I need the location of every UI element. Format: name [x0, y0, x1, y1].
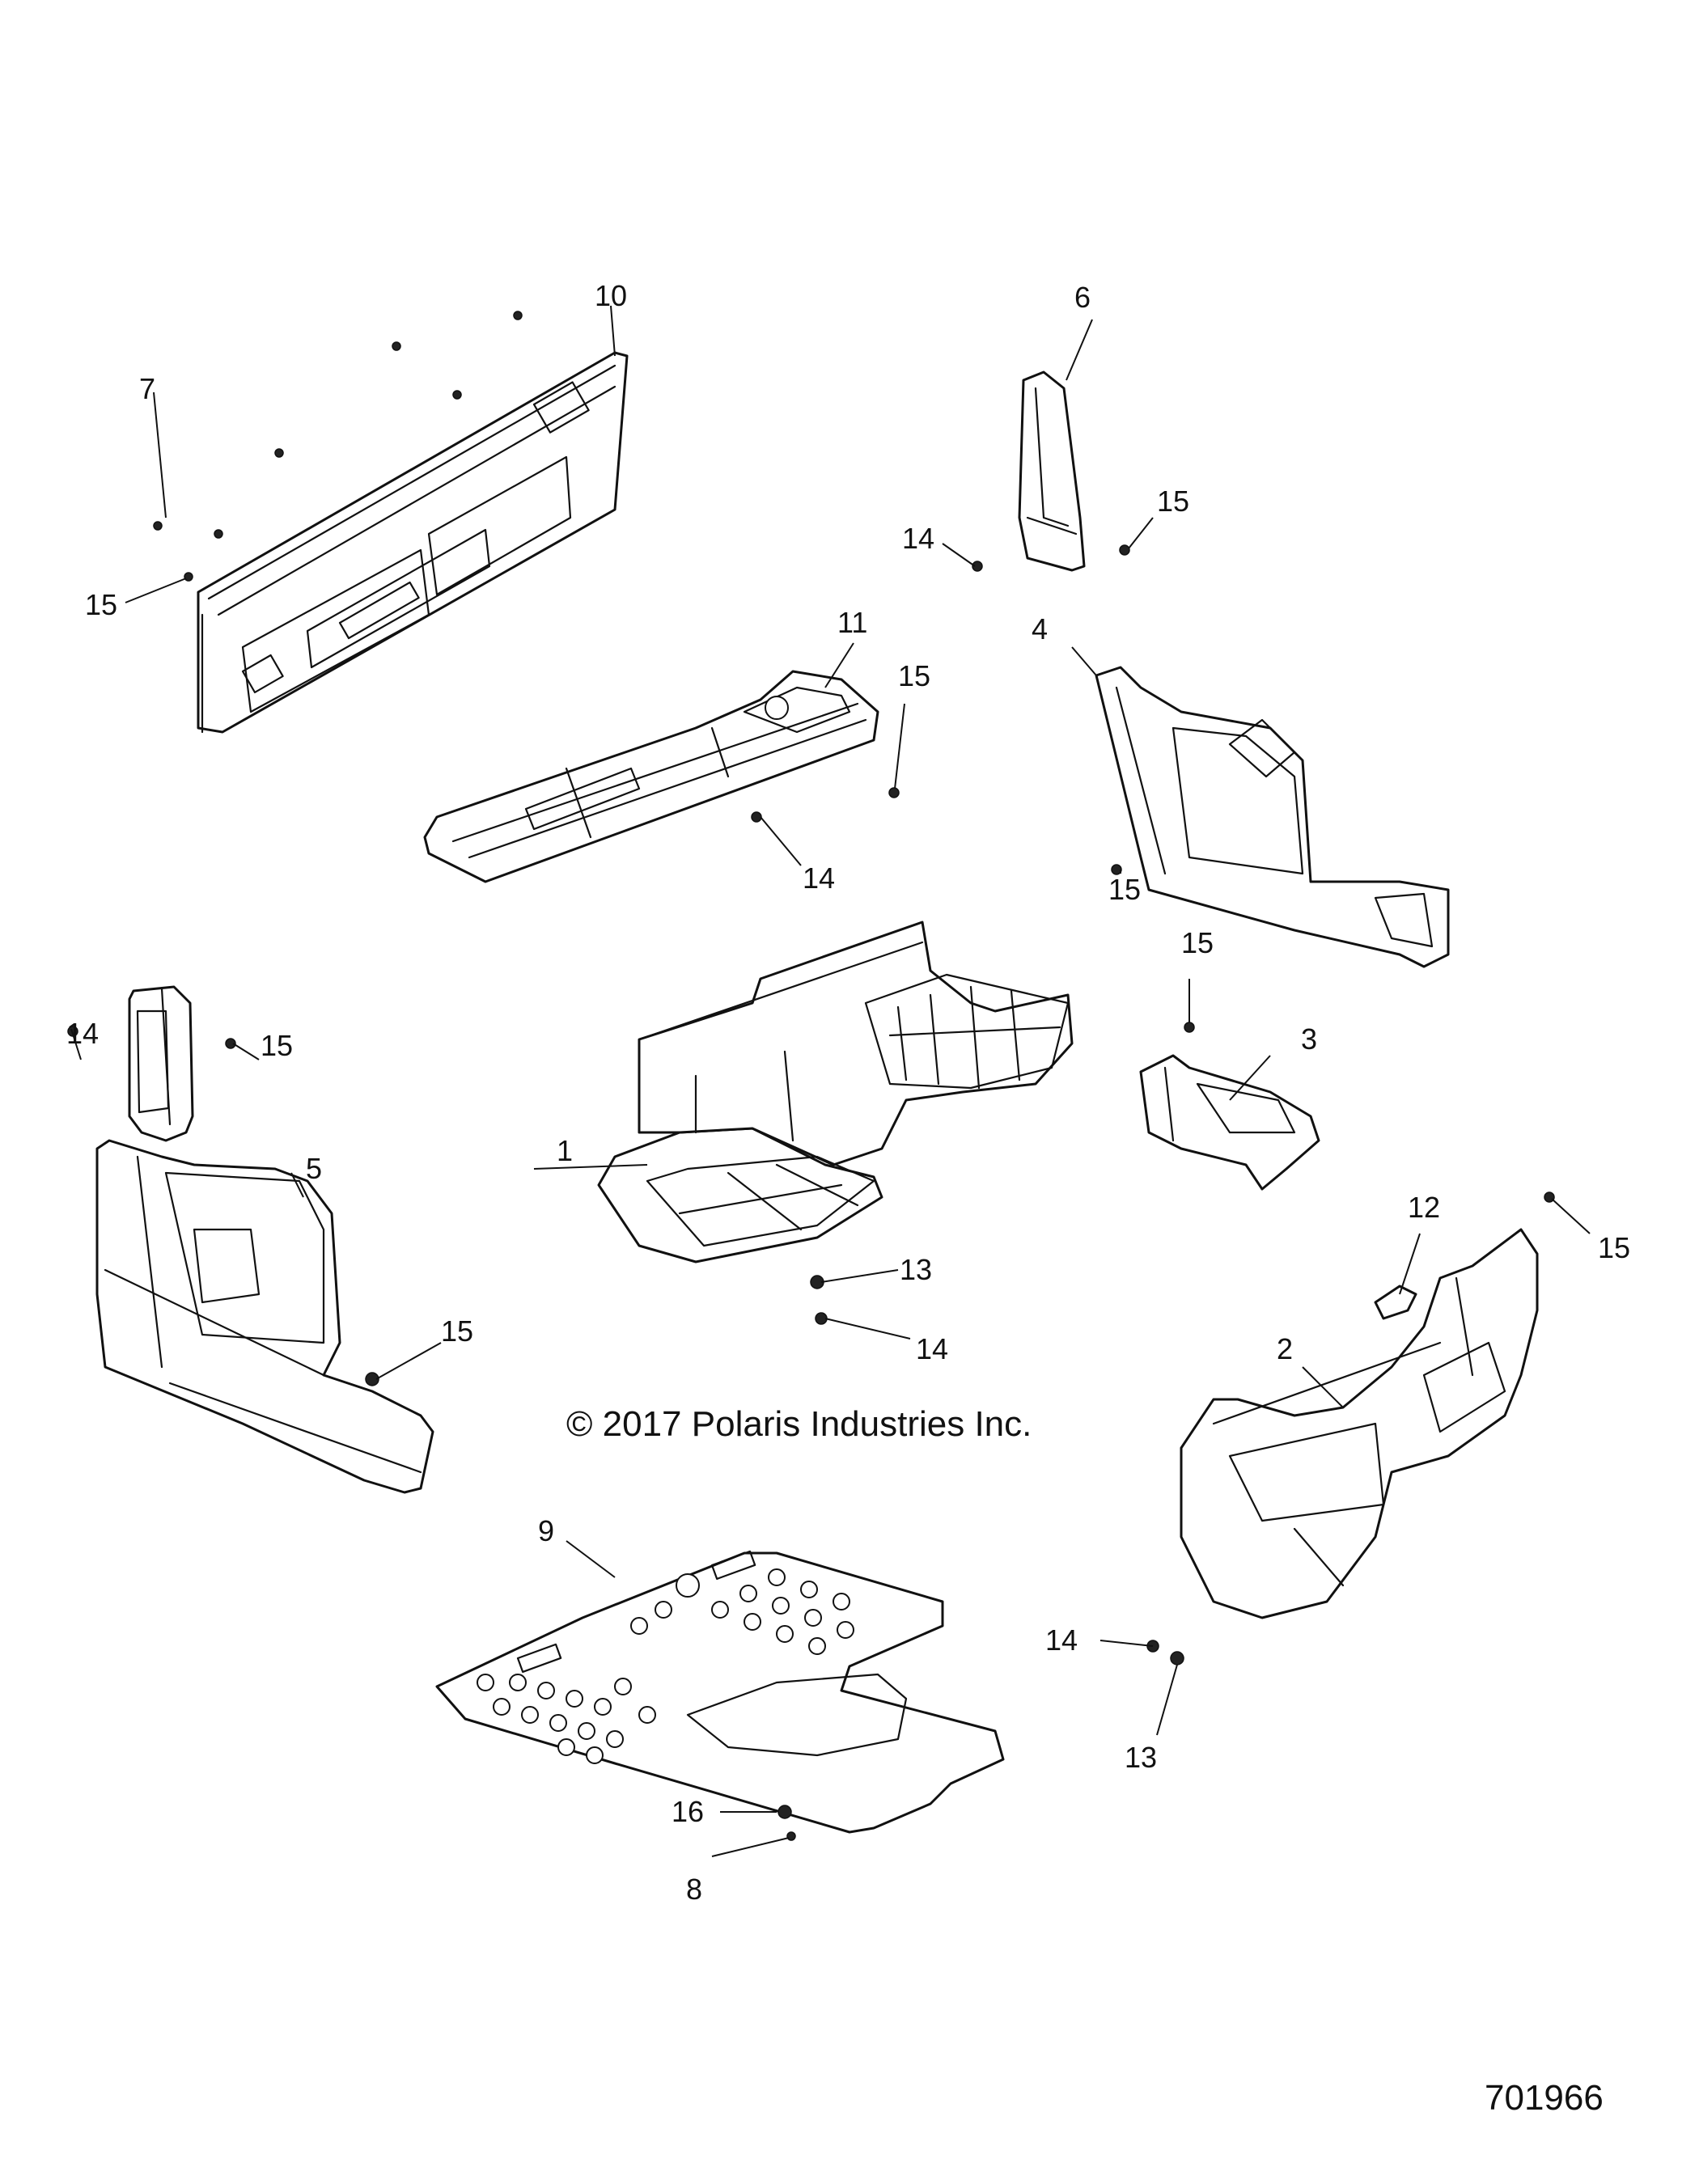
- part-10-fasteners: [153, 311, 523, 582]
- callout-14-c: 14: [66, 1017, 99, 1050]
- callout-8: 8: [686, 1873, 702, 1906]
- callout-11: 11: [837, 606, 867, 639]
- callout-6: 6: [1074, 281, 1091, 314]
- part-10-rear-panel: [197, 351, 629, 734]
- callout-14-e: 14: [1045, 1623, 1078, 1657]
- callout-12: 12: [1408, 1191, 1440, 1224]
- skid-plate-holes: [477, 1568, 854, 1764]
- callout-4: 4: [1032, 612, 1048, 645]
- callout-1: 1: [557, 1134, 573, 1167]
- callout-14-d: 14: [916, 1332, 948, 1365]
- copyright-notice: © 2017 Polaris Industries Inc.: [566, 1404, 1032, 1444]
- callout-2: 2: [1277, 1332, 1293, 1365]
- part-3-tray: [1139, 1054, 1320, 1191]
- callout-15-a: 15: [85, 588, 117, 621]
- callout-13-b: 13: [1125, 1741, 1157, 1774]
- callout-14-b: 14: [803, 861, 835, 895]
- callout-13-a: 13: [900, 1253, 932, 1286]
- callout-9: 9: [538, 1514, 554, 1547]
- callout-15-b: 15: [1157, 485, 1189, 518]
- part-6-bracket: [1018, 370, 1086, 572]
- part-2-console: [1180, 1228, 1539, 1619]
- callout-5: 5: [306, 1152, 322, 1185]
- leader-lines: [70, 305, 1591, 1857]
- document-number: 701966: [1485, 2078, 1604, 2118]
- part-5-left-panel: [95, 1139, 434, 1494]
- callout-10: 10: [595, 279, 627, 312]
- part-9-skid-plate: [435, 1550, 1005, 1834]
- part-1-floor-tub: [597, 921, 1074, 1263]
- callout-15-d: 15: [1108, 873, 1141, 906]
- part-11-cross-member: [423, 670, 879, 883]
- part-7-side-trim: [128, 985, 194, 1142]
- callout-3: 3: [1301, 1022, 1317, 1056]
- callout-14-a: 14: [902, 522, 934, 555]
- callout-15-c: 15: [898, 659, 930, 692]
- callout-15-e: 15: [1181, 926, 1214, 959]
- part-4-side-panel: [1095, 666, 1450, 968]
- callout-15-h: 15: [1598, 1231, 1630, 1264]
- callout-labels: 10 6 15 14 15 11 15 4 14 15 15 7 3 14 15…: [66, 279, 1630, 1906]
- callout-15-f: 15: [261, 1029, 293, 1062]
- callout-15-g: 15: [441, 1314, 473, 1348]
- callout-7: 7: [139, 372, 155, 405]
- callout-16: 16: [672, 1795, 704, 1828]
- part-12-clip: [1374, 1285, 1417, 1320]
